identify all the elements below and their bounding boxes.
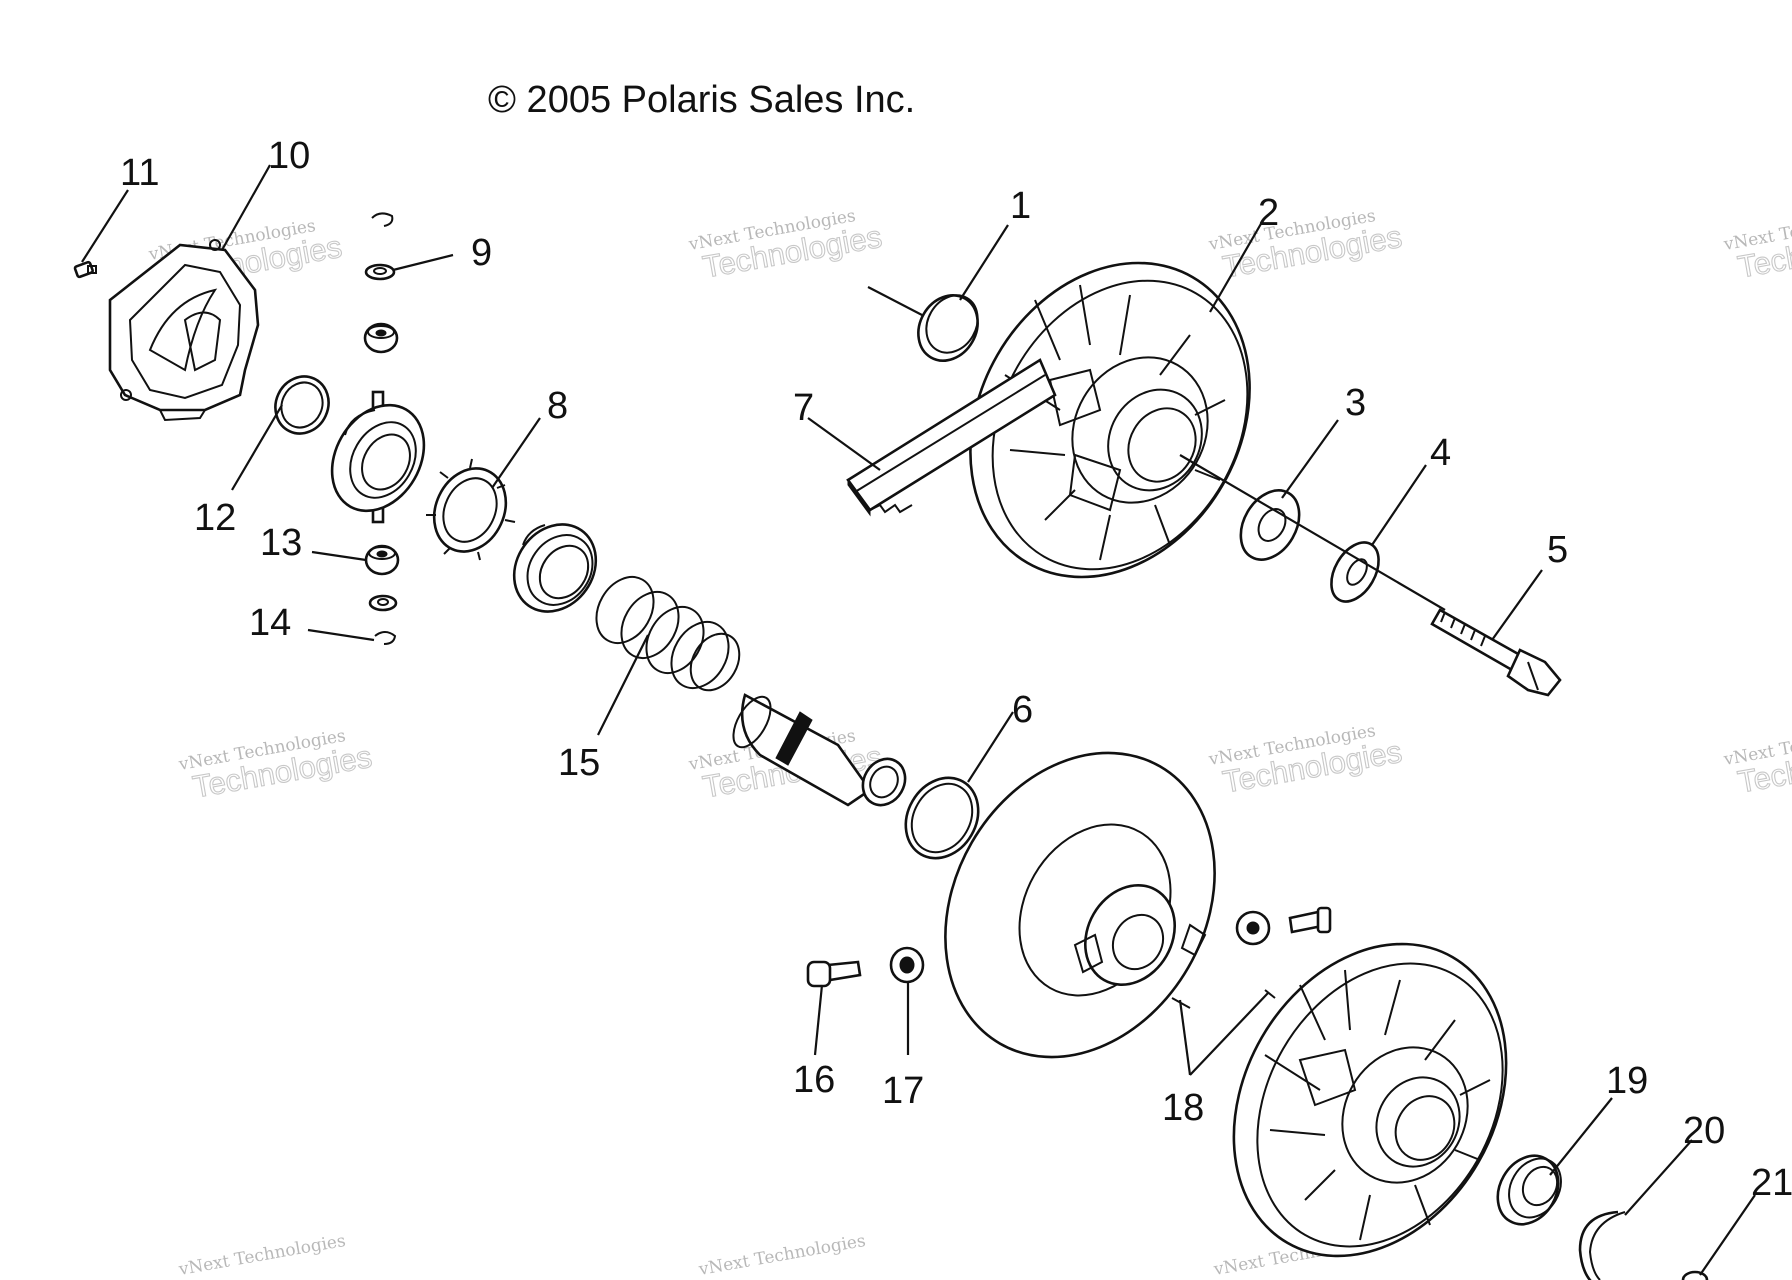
callout-labels: 11 10 9 12 13 14 8 15 1 2 7 3 4 5 6 16 1… (120, 135, 1792, 1204)
assembly-axis-line (1179, 454, 1446, 611)
part-12-snap-ring (274, 375, 330, 435)
part-11-screw (73, 260, 97, 279)
callout-11: 11 (120, 152, 159, 194)
callout-13: 13 (260, 522, 302, 564)
part-6-o-ring (904, 776, 980, 860)
callout-12: 12 (194, 497, 236, 539)
callout-1: 1 (1010, 185, 1031, 227)
leader-lines (81, 164, 1756, 1276)
part-pin-right (1288, 906, 1332, 934)
part-18-pins (1171, 989, 1276, 1009)
part-15-spring (595, 576, 741, 692)
part-3-washer (1239, 489, 1301, 561)
part-20-snap-ring (1578, 1210, 1626, 1280)
callout-5: 5 (1547, 529, 1568, 571)
part-stationary-sheave (944, 751, 1216, 1059)
part-5-bolt (1430, 608, 1562, 697)
part-clip-top (371, 212, 394, 227)
callout-15: 15 (558, 742, 600, 784)
part-21-ring (1681, 1270, 1709, 1280)
callout-6: 6 (1012, 689, 1033, 731)
callout-18: 18 (1162, 1087, 1204, 1129)
copyright-text: © 2005 Polaris Sales Inc. (488, 79, 915, 121)
callout-3: 3 (1345, 382, 1366, 424)
callout-19: 19 (1606, 1060, 1648, 1102)
part-9-washer (364, 263, 396, 281)
callout-7: 7 (793, 387, 814, 429)
part-spider-cam (330, 390, 426, 524)
callout-8: 8 (547, 385, 568, 427)
part-1-bushing (867, 286, 979, 362)
watermark-text: vNext Technologies (176, 1231, 347, 1280)
part-17-roller (889, 946, 925, 984)
callout-21: 21 (1751, 1162, 1792, 1204)
callout-17: 17 (882, 1070, 924, 1112)
callout-20: 20 (1683, 1110, 1725, 1152)
callout-4: 4 (1430, 432, 1451, 474)
callout-16: 16 (793, 1059, 835, 1101)
part-16-pin (806, 960, 862, 988)
part-shaft (732, 693, 907, 807)
part-lower-sheave (1232, 942, 1508, 1258)
part-bushing-disc (512, 523, 598, 613)
part-19-bearing (1496, 1154, 1562, 1226)
part-10-housing (108, 239, 260, 422)
callout-10: 10 (268, 135, 310, 177)
part-roller-upper (363, 322, 399, 354)
callout-14: 14 (249, 602, 291, 644)
part-8-toothed-washer (426, 458, 516, 561)
part-washer-lower (368, 594, 398, 612)
watermark-text: vNext Technologies (696, 1231, 867, 1280)
part-4-washer (1330, 541, 1380, 603)
part-13-roller (364, 544, 400, 576)
part-roller-right (1235, 910, 1271, 946)
callout-9: 9 (471, 232, 492, 274)
part-14-clip (374, 631, 397, 645)
callout-2: 2 (1258, 192, 1279, 234)
part-7-belt (846, 358, 1057, 517)
